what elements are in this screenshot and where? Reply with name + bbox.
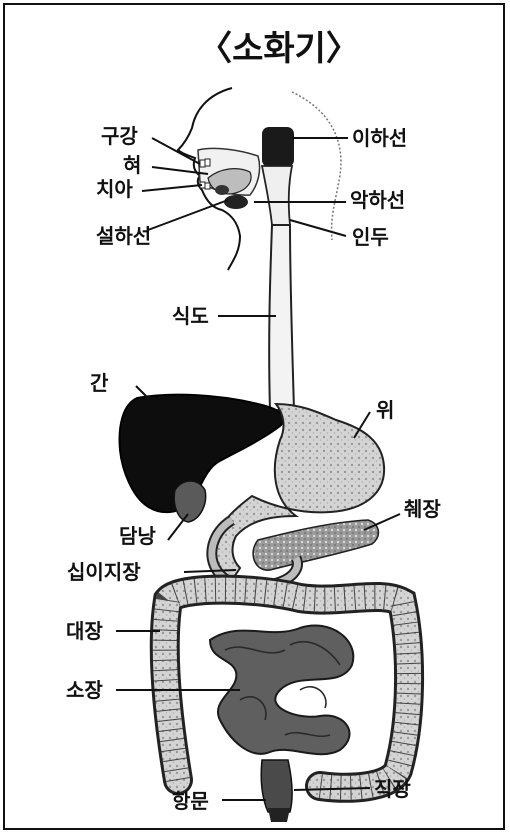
head-back-outline (292, 92, 341, 240)
label-esophagus: 식도 (172, 304, 209, 328)
parotid-gland-shape (262, 127, 294, 167)
rectum-shape (261, 760, 292, 812)
label-anus: 항문 (172, 789, 209, 813)
label-submandibular-gland: 악하선 (350, 188, 405, 212)
label-liver: 간 (90, 371, 109, 395)
label-sublingual-gland: 설하선 (96, 224, 151, 248)
label-stomach: 위 (376, 398, 394, 422)
label-rectum: 직장 (374, 777, 411, 801)
label-small-intestine: 소장 (66, 678, 103, 702)
large-intestine-fill (165, 590, 409, 788)
label-tongue: 혀 (123, 153, 141, 177)
label-duodenum: 십이지장 (67, 560, 141, 584)
large-intestine-haustra (165, 590, 409, 788)
pharynx-shape (262, 166, 292, 225)
anus-shape (268, 808, 290, 822)
label-parotid-gland: 이하선 (352, 126, 407, 150)
submandibular-gland-shape (224, 195, 248, 209)
sublingual-gland-shape (215, 185, 229, 195)
label-teeth: 치아 (96, 177, 133, 201)
large-intestine-shape (165, 590, 409, 788)
label-pharynx: 인두 (352, 225, 389, 249)
diagram-title: 〈소화기〉 (198, 29, 360, 69)
label-gallbladder: 담낭 (119, 524, 156, 548)
gallbladder-shape (174, 481, 205, 522)
label-large-intestine: 대장 (66, 619, 103, 643)
label-mouth: 구강 (101, 124, 138, 148)
esophagus-shape (269, 225, 294, 410)
label-pancreas: 췌장 (404, 497, 441, 521)
pancreas-shape (253, 520, 378, 570)
